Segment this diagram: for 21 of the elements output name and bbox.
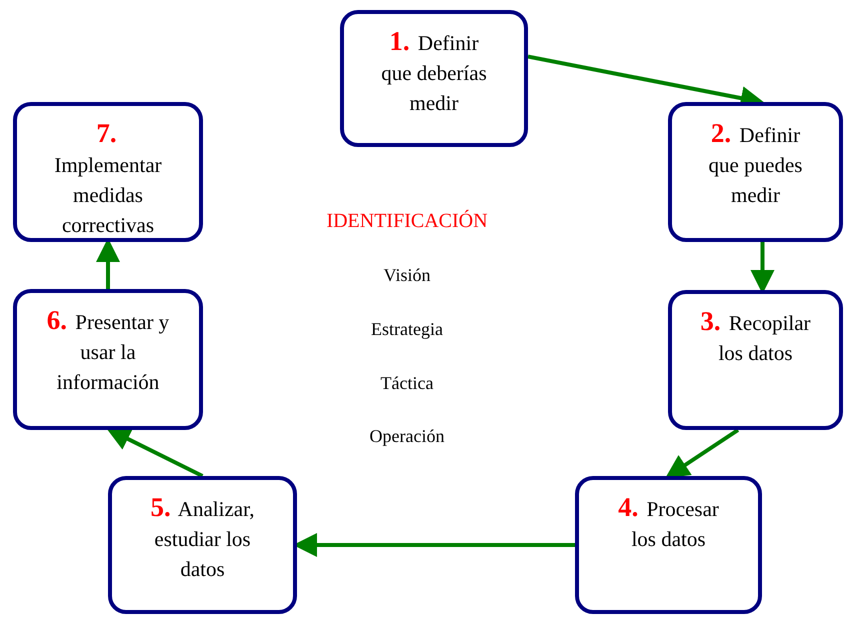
- level-label: Estrategia: [370, 318, 444, 341]
- step-text: 5. Analizar, estudiar los datos: [149, 492, 256, 583]
- level-label: Operación: [368, 425, 446, 448]
- process-box: [668, 290, 843, 430]
- arrow: [665, 428, 740, 478]
- level-label: Visión: [382, 264, 432, 287]
- step-text: 3. Recopilar los datos: [699, 306, 812, 367]
- process-box: [340, 10, 528, 147]
- center-heading: IDENTIFICACIÓN: [325, 208, 489, 234]
- process-box: [13, 102, 203, 242]
- step-text: 4. Procesar los datos: [617, 492, 720, 553]
- step-text: 7. Implementar medidas correctivas: [53, 118, 163, 239]
- process-box: [108, 476, 297, 614]
- process-box: [575, 476, 762, 614]
- level-label: Táctica: [380, 372, 434, 395]
- arrow: [106, 428, 204, 478]
- step-text: 2. Definir que puedes medir: [708, 118, 804, 209]
- step-text: 1. Definir que deberías medir: [380, 26, 488, 117]
- process-box: [668, 102, 843, 242]
- process-box: [13, 289, 203, 430]
- step-text: 6. Presentar y usar la información: [46, 305, 170, 396]
